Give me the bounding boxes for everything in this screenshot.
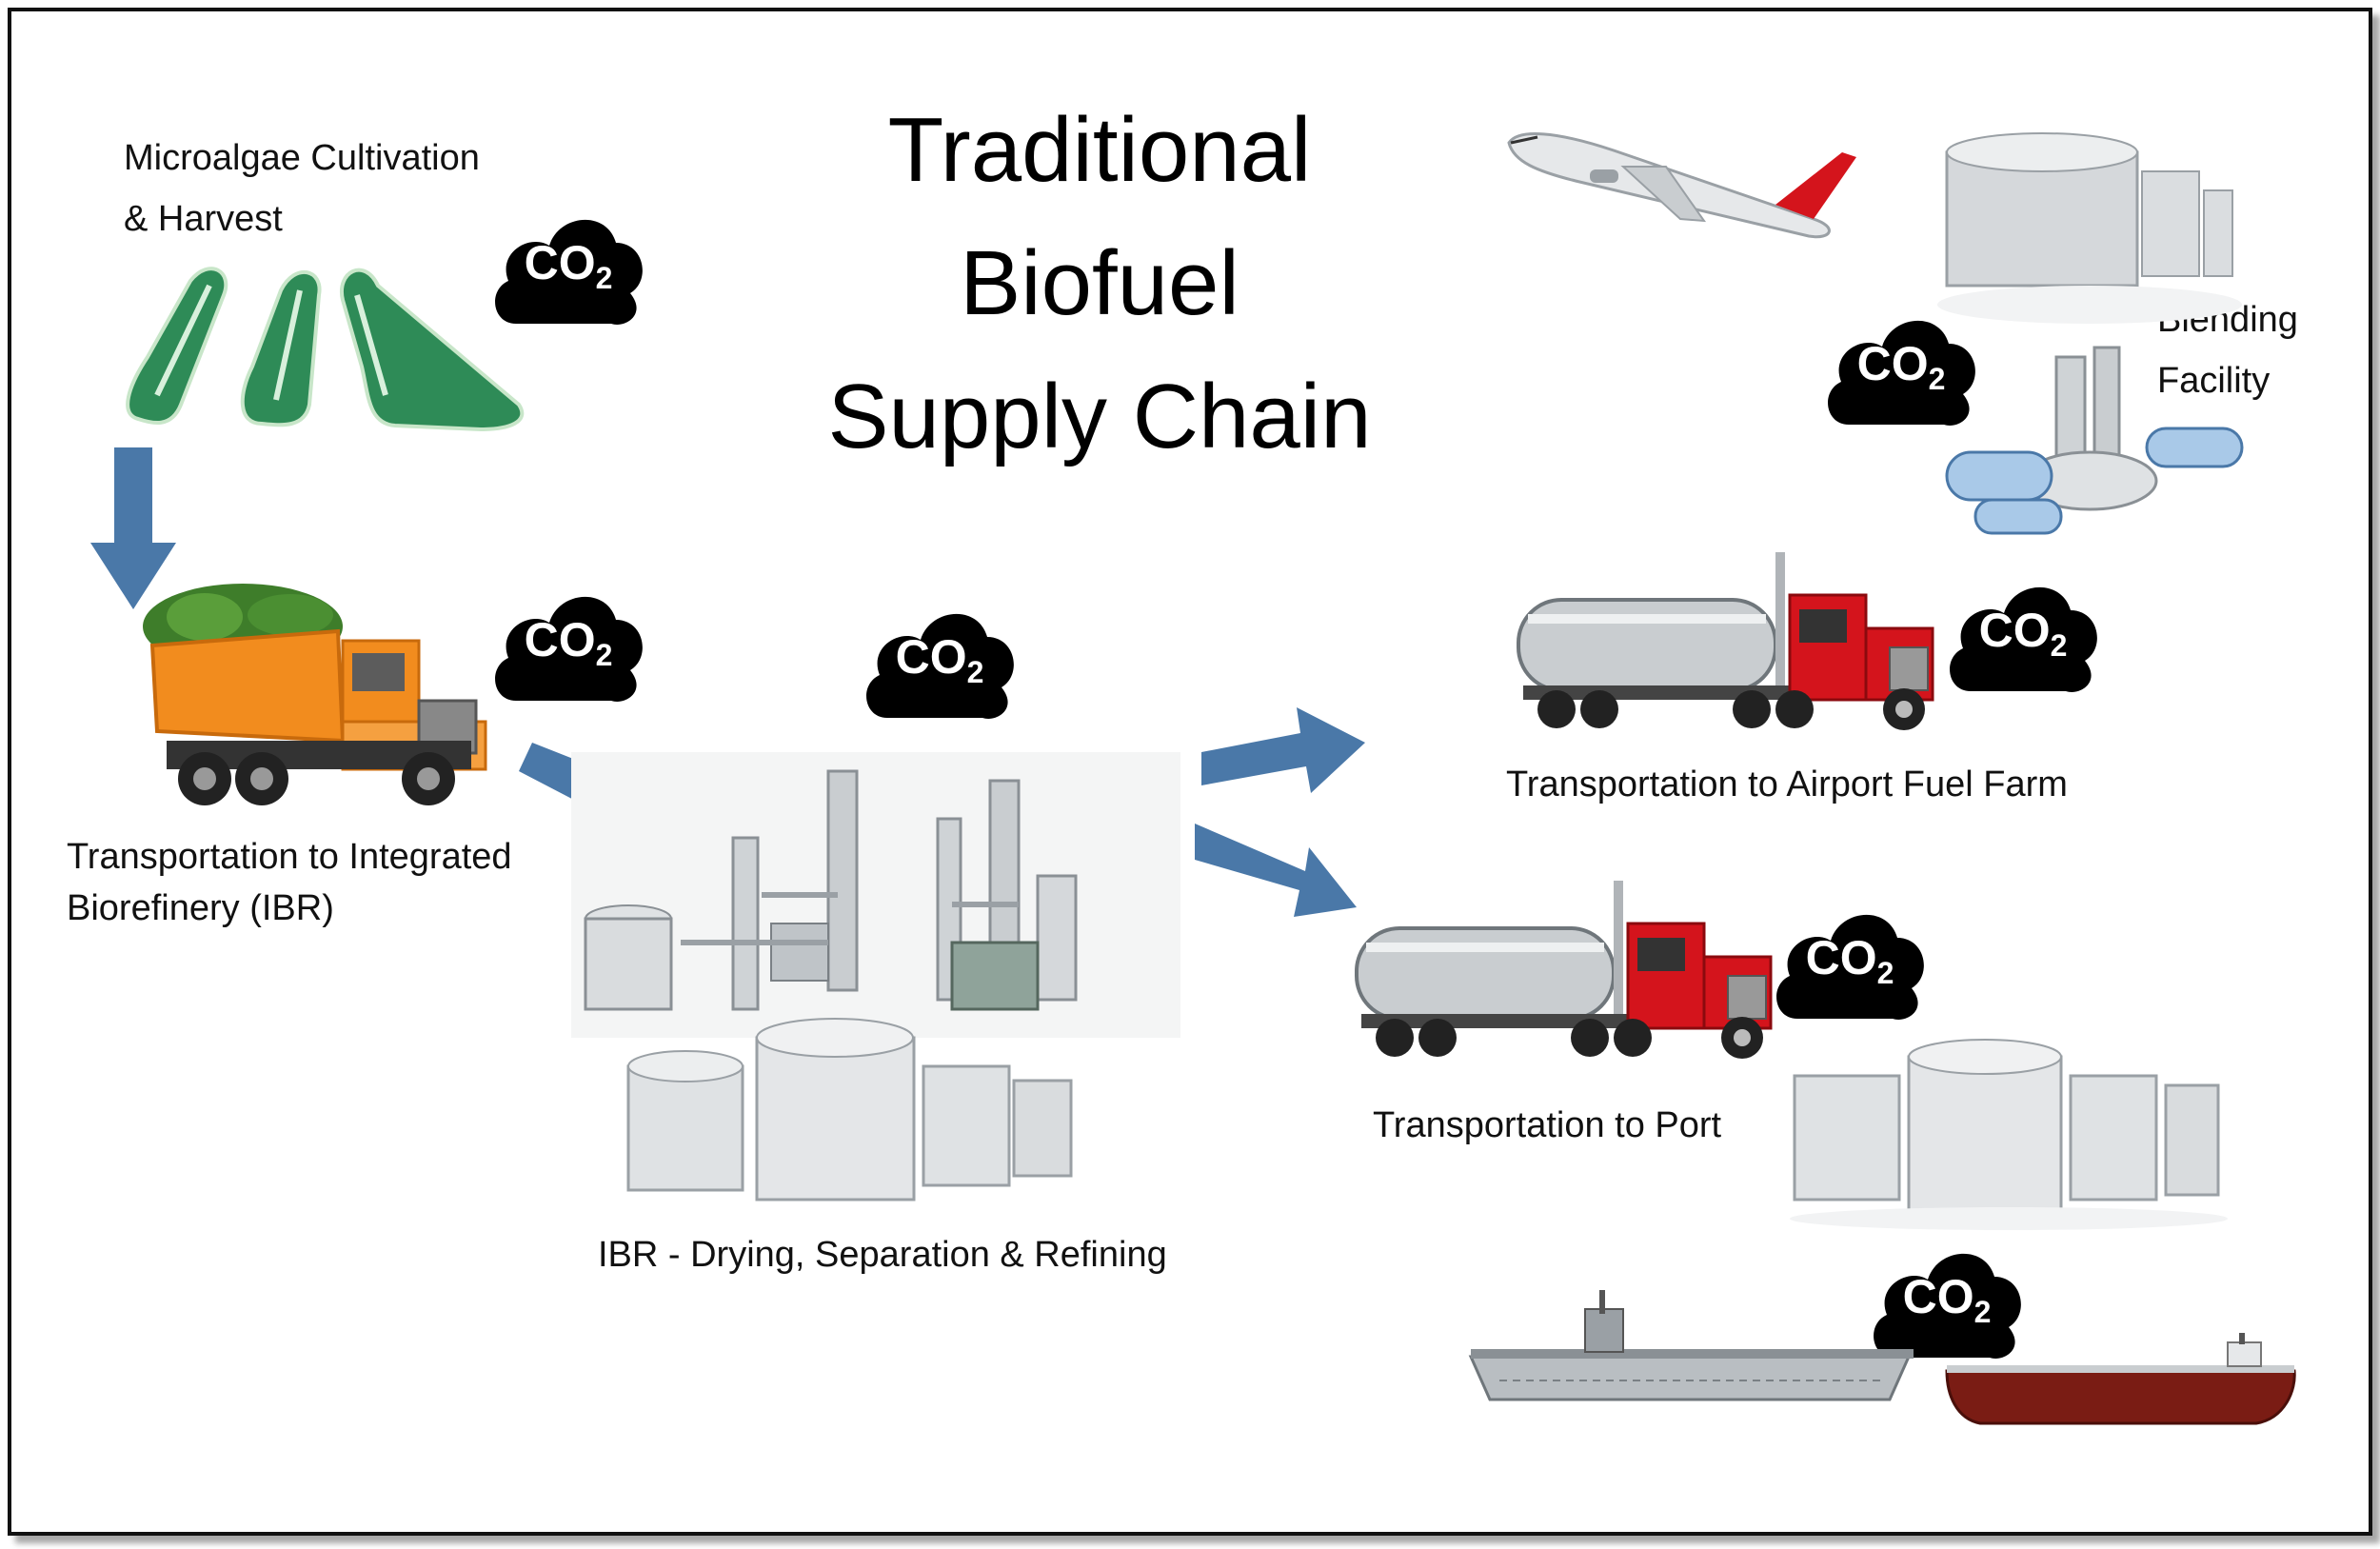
co2-cloud-icon: CO2: [1820, 301, 1982, 434]
tanker-truck-airport-icon: [1517, 552, 1934, 730]
co2-subscript: 2: [595, 638, 613, 672]
co2-text: CO: [1805, 931, 1877, 984]
transport-ibr-label-line-1: Transportation to Integrated: [67, 837, 512, 877]
transport-airport-label: Transportation to Airport Fuel Farm: [1506, 765, 2068, 804]
diagram-title: Traditional Biofuel Supply Chain: [743, 84, 1457, 484]
ibr-process-label: IBR - Drying, Separation & Refining: [598, 1235, 1167, 1275]
blending-label-line-2: Facility: [2157, 361, 2271, 401]
algae-ponds-icon: [126, 267, 525, 432]
co2-subscript: 2: [1928, 362, 1946, 396]
title-line-3: Supply Chain: [827, 366, 1372, 467]
storage-tanks-icon: [1937, 132, 2242, 324]
tanker-truck-port-icon: [1355, 881, 1773, 1059]
transport-port-label: Transportation to Port: [1373, 1105, 1722, 1145]
oil-tanker-ship-icon: [1945, 1333, 2296, 1425]
co2-subscript: 2: [2050, 628, 2068, 663]
transport-ibr-label-line-2: Biorefinery (IBR): [67, 888, 334, 928]
co2-text: CO: [1856, 337, 1929, 390]
co2-text: CO: [895, 630, 967, 684]
co2-cloud-icon: CO2: [1942, 567, 2104, 701]
co2-subscript: 2: [595, 261, 613, 295]
cultivation-label-line-1: Microalgae Cultivation: [124, 138, 480, 178]
co2-cloud-icon: CO2: [859, 594, 1021, 727]
co2-text: CO: [524, 613, 596, 666]
dump-truck-icon: [143, 584, 487, 805]
refinery-icon: [571, 752, 1180, 1201]
co2-cloud-icon: CO2: [1866, 1234, 2028, 1367]
blending-facility-icon: [1945, 346, 2244, 535]
co2-subscript: 2: [1973, 1295, 1992, 1329]
aircraft-carrier-icon: [1468, 1290, 1914, 1401]
co2-cloud-icon: CO2: [487, 577, 649, 710]
co2-subscript: 2: [966, 655, 984, 689]
co2-cloud-icon: CO2: [1769, 895, 1931, 1028]
co2-cloud-icon: CO2: [487, 200, 649, 333]
port-storage-tanks-icon: [1790, 1039, 2228, 1230]
arrow-down-icon: [90, 447, 176, 609]
title-line-1: Traditional: [887, 99, 1312, 201]
co2-text: CO: [1978, 604, 2051, 657]
arrow-up-right-icon: [1201, 707, 1365, 793]
co2-subscript: 2: [1876, 956, 1894, 990]
arrow-down-right-icon: [1195, 824, 1357, 917]
cultivation-label-line-2: & Harvest: [124, 199, 283, 239]
title-line-2: Biofuel: [960, 232, 1240, 334]
co2-text: CO: [1902, 1270, 1974, 1323]
co2-text: CO: [524, 236, 596, 289]
airplane-icon: [1507, 132, 1856, 239]
